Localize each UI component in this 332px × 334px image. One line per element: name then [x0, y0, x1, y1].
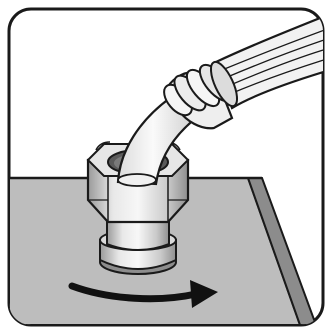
hose-fitting-illustration: [0, 0, 332, 334]
instruction-illustration: [0, 0, 332, 334]
